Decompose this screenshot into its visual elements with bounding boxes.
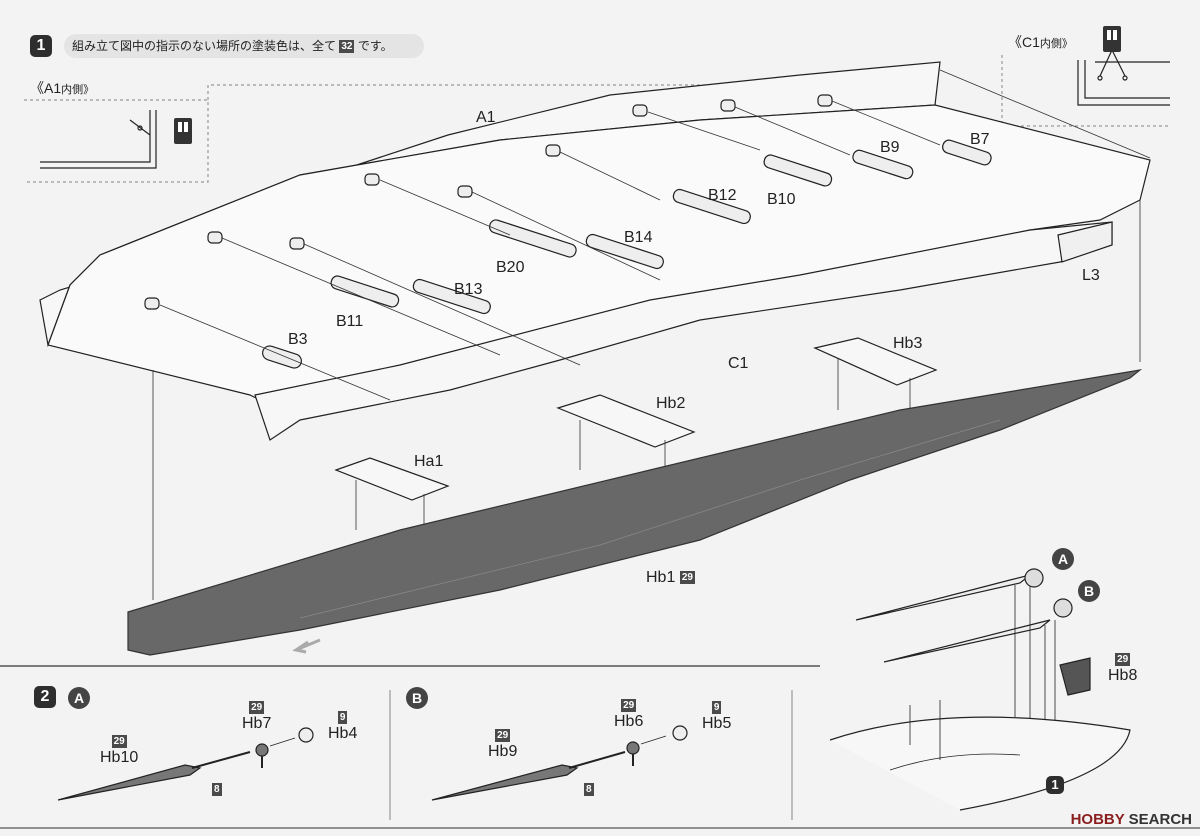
label-hb1: Hb1 29 xyxy=(646,570,695,586)
deck-plates xyxy=(334,337,938,501)
marker-a-step2: A xyxy=(68,687,90,709)
marker-a-detail: A xyxy=(1052,548,1074,570)
label-hb7: 29 Hb7 xyxy=(242,700,271,732)
step-2-badge: 2 xyxy=(34,686,56,708)
marker-b-step2: B xyxy=(406,687,428,709)
label-hb10: 29 Hb10 xyxy=(100,734,138,766)
step2-b-drawing xyxy=(431,725,688,801)
color-code-hb8: 29 xyxy=(1115,653,1131,667)
label-hb6: 29 Hb6 xyxy=(614,698,643,730)
inset-c1-title: 《C1内側》 xyxy=(1008,32,1073,52)
label-shaft-b: 8 xyxy=(584,782,594,798)
label-hb4: 9 Hb4 xyxy=(328,710,357,742)
label-hb9-text: Hb9 xyxy=(488,743,518,760)
label-b12: B12 xyxy=(708,187,737,204)
lower-hull-hb1 xyxy=(127,369,1143,656)
inset-a1-detail xyxy=(24,99,209,183)
inset-c1-title-suffix: 内側》 xyxy=(1039,38,1073,50)
detail-stern-drawing xyxy=(829,568,1131,811)
label-hb2: Hb2 xyxy=(656,395,686,412)
label-b9: B9 xyxy=(880,139,900,156)
instruction-text: 組み立て図中の指示のない場所の塗装色は、全て xyxy=(72,39,337,53)
label-hb7-text: Hb7 xyxy=(242,715,272,732)
label-a1: A1 xyxy=(476,109,496,126)
label-b3: B3 xyxy=(288,331,308,348)
inset-c1-detail xyxy=(1001,49,1170,127)
label-hb4-text: Hb4 xyxy=(328,725,358,742)
label-hb10-text: Hb10 xyxy=(100,749,139,766)
guide-lines xyxy=(152,69,1151,600)
color-code-hb5: 9 xyxy=(711,701,722,715)
color-code-hb9: 29 xyxy=(495,729,511,743)
color-code-hb10: 29 xyxy=(111,735,127,749)
paint-icon-c1 xyxy=(1103,26,1121,52)
inset-a1-title-text: 《A1 xyxy=(30,80,62,96)
label-hb8-text: Hb8 xyxy=(1108,667,1138,684)
b-parts-cylinders xyxy=(144,94,992,369)
label-hb5: 9 Hb5 xyxy=(702,700,731,732)
color-code-hb4: 9 xyxy=(337,711,348,725)
label-hb9: 29 Hb9 xyxy=(488,728,517,760)
label-hb5-text: Hb5 xyxy=(702,715,732,732)
label-b14: B14 xyxy=(624,229,653,246)
label-b11: B11 xyxy=(336,313,364,330)
label-hb8: 29 Hb8 xyxy=(1108,652,1137,684)
label-b10: B10 xyxy=(767,191,796,208)
paint-icon-a1 xyxy=(174,118,192,144)
color-code-hb6: 29 xyxy=(621,699,637,713)
step2-a-drawing xyxy=(57,727,314,801)
label-b13: B13 xyxy=(454,281,483,298)
inset-a1-title: 《A1内側》 xyxy=(30,78,94,98)
label-b7: B7 xyxy=(970,131,990,148)
marker-b-detail: B xyxy=(1078,580,1100,602)
paint-instruction: 組み立て図中の指示のない場所の塗装色は、全て 32 です。 xyxy=(64,34,424,58)
step-ref-badge: 1 xyxy=(1046,776,1064,794)
label-l3: L3 xyxy=(1082,267,1100,284)
label-hb1-text: Hb1 xyxy=(646,569,676,586)
inset-a1-title-suffix: 内側》 xyxy=(61,84,95,96)
label-b20: B20 xyxy=(496,259,525,276)
label-shaft-a: 8 xyxy=(212,782,222,798)
label-c1: C1 xyxy=(728,355,749,372)
instruction-suffix: です。 xyxy=(357,39,393,53)
color-code-hb1: 29 xyxy=(679,571,695,585)
inset-c1-title-text: 《C1 xyxy=(1008,34,1040,50)
label-hb6-text: Hb6 xyxy=(614,713,644,730)
part-l3-shape xyxy=(1057,221,1113,263)
color-code-shaft-b: 8 xyxy=(584,783,594,797)
color-code-shaft-a: 8 xyxy=(212,783,222,797)
color-code-hb7: 29 xyxy=(249,701,265,715)
label-ha1: Ha1 xyxy=(414,453,444,470)
watermark-prefix: HOBBY xyxy=(1070,811,1125,828)
label-hb3: Hb3 xyxy=(893,335,923,352)
step-1-badge: 1 xyxy=(30,35,52,57)
watermark-suffix: SEARCH xyxy=(1128,811,1192,828)
watermark: HOBBY SEARCH xyxy=(1071,811,1192,828)
color-code-32: 32 xyxy=(339,40,355,54)
upper-hull-a1-c1 xyxy=(39,61,1151,441)
